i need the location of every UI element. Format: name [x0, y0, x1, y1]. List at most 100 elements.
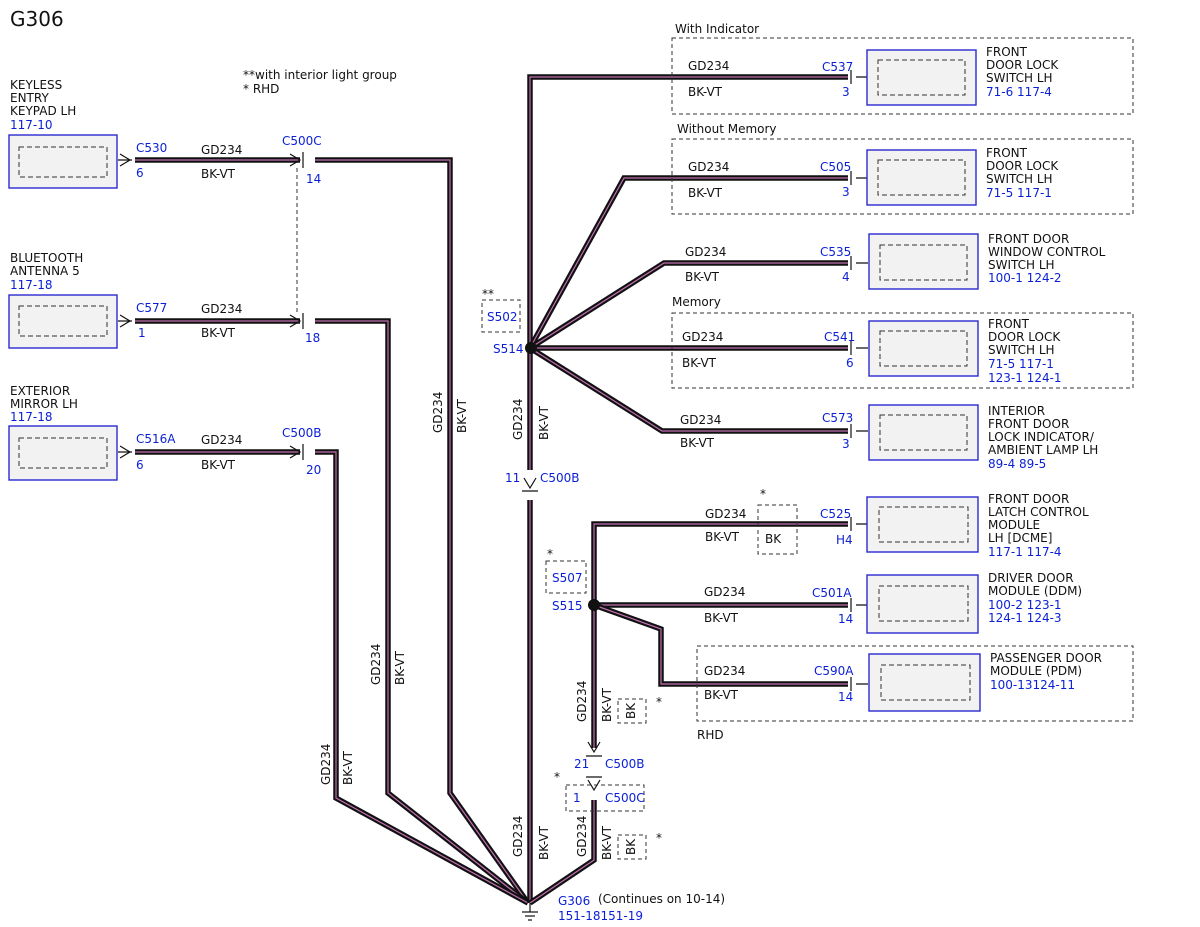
svg-text:MIRROR LH: MIRROR LH	[10, 397, 78, 411]
pin-c530: 6	[136, 166, 144, 180]
svg-text:EXTERIOR: EXTERIOR	[10, 384, 70, 398]
diagram-title: G306	[10, 7, 64, 31]
svg-text:BK-VT: BK-VT	[537, 825, 551, 860]
note-interior-light: **with interior light group	[243, 68, 397, 82]
svg-text:BK-VT: BK-VT	[688, 186, 723, 200]
svg-text:C535: C535	[820, 245, 851, 259]
svg-text:*: *	[547, 547, 553, 561]
pin-c500c-14: 14	[306, 172, 321, 186]
svg-text:100-1 124-2: 100-1 124-2	[988, 271, 1062, 285]
note-rhd: * RHD	[243, 82, 279, 96]
svg-text:BK-VT: BK-VT	[705, 530, 740, 544]
pin-c500b-11: 11	[505, 471, 520, 485]
svg-text:GD234: GD234	[575, 681, 589, 722]
svg-text:GD234: GD234	[688, 160, 729, 174]
pin-c500c-1: 1	[573, 791, 581, 805]
svg-text:117-18: 117-18	[10, 410, 53, 424]
svg-text:BK: BK	[765, 532, 782, 546]
component-bluetooth-antenna: BLUETOOTH ANTENNA 5 117-18 C577 1	[8, 251, 167, 349]
component-front-door-lock-switch-with-indicator: C537 3 FRONT DOOR LOCK SWITCH LH 71-6 11…	[822, 45, 1059, 106]
svg-text:DOOR LOCK: DOOR LOCK	[988, 330, 1061, 344]
ground-icon	[522, 903, 538, 921]
svg-text:BK-VT: BK-VT	[704, 611, 739, 625]
svg-text:DOOR LOCK: DOOR LOCK	[986, 159, 1059, 173]
svg-text:H4: H4	[836, 533, 853, 547]
svg-text:BK-VT: BK-VT	[341, 750, 355, 785]
svg-text:89-4 89-5: 89-4 89-5	[988, 457, 1046, 471]
svg-text:SWITCH LH: SWITCH LH	[988, 343, 1055, 357]
svg-text:GD234: GD234	[201, 302, 242, 316]
svg-text:C573: C573	[822, 411, 853, 425]
svg-text:BK-VT: BK-VT	[680, 436, 715, 450]
svg-text:3: 3	[842, 185, 850, 199]
svg-text:GD234: GD234	[705, 507, 746, 521]
left-wire-labels: GD234 BK-VT GD234 BK-VT GD234 BK-VT C500…	[201, 134, 322, 477]
svg-text:*: *	[760, 487, 766, 501]
svg-text:ANTENNA 5: ANTENNA 5	[10, 264, 80, 278]
component-interior-front-door-lock-indicator: C573 3 INTERIOR FRONT DOOR LOCK INDICATO…	[822, 404, 1098, 471]
svg-text:BLUETOOTH: BLUETOOTH	[10, 251, 83, 265]
svg-text:SWITCH LH: SWITCH LH	[986, 71, 1053, 85]
conn-c500c-low: C500C	[605, 791, 645, 805]
svg-text:6: 6	[846, 356, 854, 370]
svg-text:PASSENGER DOOR: PASSENGER DOOR	[990, 651, 1102, 665]
component-front-door-window-control-switch: C535 4 FRONT DOOR WINDOW CONTROL SWITCH …	[820, 232, 1106, 290]
svg-text:100-2 123-1: 100-2 123-1	[988, 598, 1062, 612]
svg-text:C525: C525	[820, 507, 851, 521]
svg-text:MODULE (DDM): MODULE (DDM)	[988, 584, 1082, 598]
splice-labels: ** S502 S514 * S507 S515	[481, 287, 587, 613]
svg-text:MODULE (PDM): MODULE (PDM)	[990, 664, 1082, 678]
svg-text:(Continues on 10-14): (Continues on 10-14)	[598, 892, 725, 906]
conn-c500b-low: C500B	[605, 757, 645, 771]
conn-c577: C577	[136, 301, 167, 315]
splice-s507: S507	[552, 571, 583, 585]
svg-text:BK-VT: BK-VT	[600, 687, 614, 722]
splice-s514-node	[525, 342, 537, 354]
group-without-memory	[671, 138, 1134, 215]
pin-c577: 1	[138, 326, 146, 340]
svg-text:KEYPAD LH: KEYPAD LH	[10, 104, 76, 118]
splice-s515: S515	[552, 599, 583, 613]
splice-s502: S502	[487, 310, 518, 324]
svg-text:GD234: GD234	[369, 644, 383, 685]
svg-text:INTERIOR: INTERIOR	[988, 404, 1045, 418]
component-keyless-entry-keypad: KEYLESS ENTRY KEYPAD LH 117-10 C530 6	[8, 78, 167, 189]
conn-c500c-top: C500C	[282, 134, 322, 148]
svg-text:AMBIENT LAMP LH: AMBIENT LAMP LH	[988, 443, 1098, 457]
pin-c500b-21: 21	[574, 757, 589, 771]
ground-g306: G306 (Continues on 10-14) 151-18151-19	[558, 892, 725, 923]
svg-text:ENTRY: ENTRY	[10, 91, 49, 105]
svg-text:4: 4	[842, 270, 850, 284]
svg-text:71-5 117-1: 71-5 117-1	[986, 186, 1052, 200]
svg-text:C537: C537	[822, 60, 853, 74]
svg-text:100-13124-11: 100-13124-11	[990, 678, 1075, 692]
svg-text:117-10: 117-10	[10, 118, 53, 132]
svg-text:14: 14	[838, 612, 853, 626]
group-rhd-label: RHD	[697, 728, 724, 742]
svg-text:BK-VT: BK-VT	[201, 458, 236, 472]
component-passenger-door-module: C590A 14 PASSENGER DOOR MODULE (PDM) 100…	[814, 651, 1102, 712]
svg-text:3: 3	[842, 437, 850, 451]
svg-text:G306: G306	[558, 894, 590, 908]
svg-text:**: **	[482, 287, 494, 301]
wires	[135, 74, 848, 906]
svg-text:C541: C541	[824, 330, 855, 344]
svg-text:C590A: C590A	[814, 664, 854, 678]
svg-text:3: 3	[842, 85, 850, 99]
svg-text:GD234: GD234	[685, 245, 726, 259]
svg-text:GD234: GD234	[201, 433, 242, 447]
svg-text:117-1 117-4: 117-1 117-4	[988, 545, 1062, 559]
svg-text:FRONT: FRONT	[986, 146, 1028, 160]
svg-text:BK: BK	[624, 702, 638, 719]
svg-text:BK-VT: BK-VT	[455, 398, 469, 433]
svg-text:GD234: GD234	[704, 585, 745, 599]
svg-text:C505: C505	[820, 160, 851, 174]
svg-text:SWITCH LH: SWITCH LH	[986, 172, 1053, 186]
svg-text:GD234: GD234	[511, 816, 525, 857]
component-driver-door-module: C501A 14 DRIVER DOOR MODULE (DDM) 100-2 …	[812, 571, 1082, 634]
conn-c500b-mid: C500B	[540, 471, 580, 485]
svg-text:GD234: GD234	[431, 392, 445, 433]
svg-text:BK-VT: BK-VT	[393, 650, 407, 685]
svg-text:GD234: GD234	[575, 816, 589, 857]
